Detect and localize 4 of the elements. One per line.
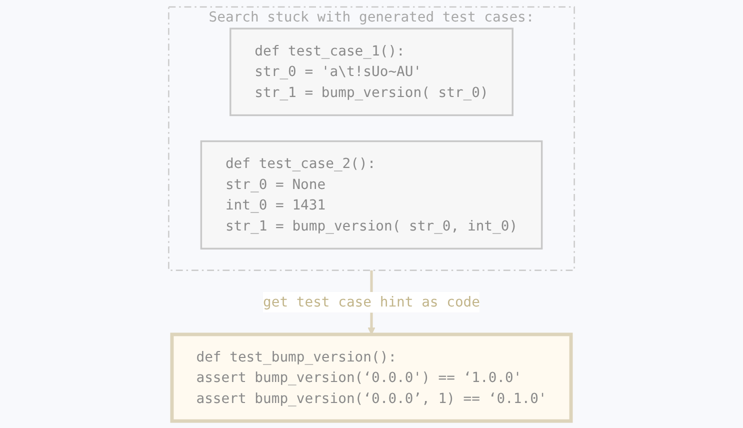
node-box: def test_bump_version(): assert bump_version(‘0.0.0') == ‘1.0.0' assert bump_version(‘0.0.0’, 1) == ‘0.1.0' — [170, 332, 573, 423]
node-box: def test_case_2(): str_0 = None int_0 = 1431 str_1 = bump_version( str_0, int_0) — [200, 140, 543, 250]
edge-label: get test case hint as code — [263, 294, 480, 310]
node-box: def test_case_1(): str_0 = 'a\t!sUo~AU' str_1 = bump_version( str_0) — [230, 28, 514, 116]
